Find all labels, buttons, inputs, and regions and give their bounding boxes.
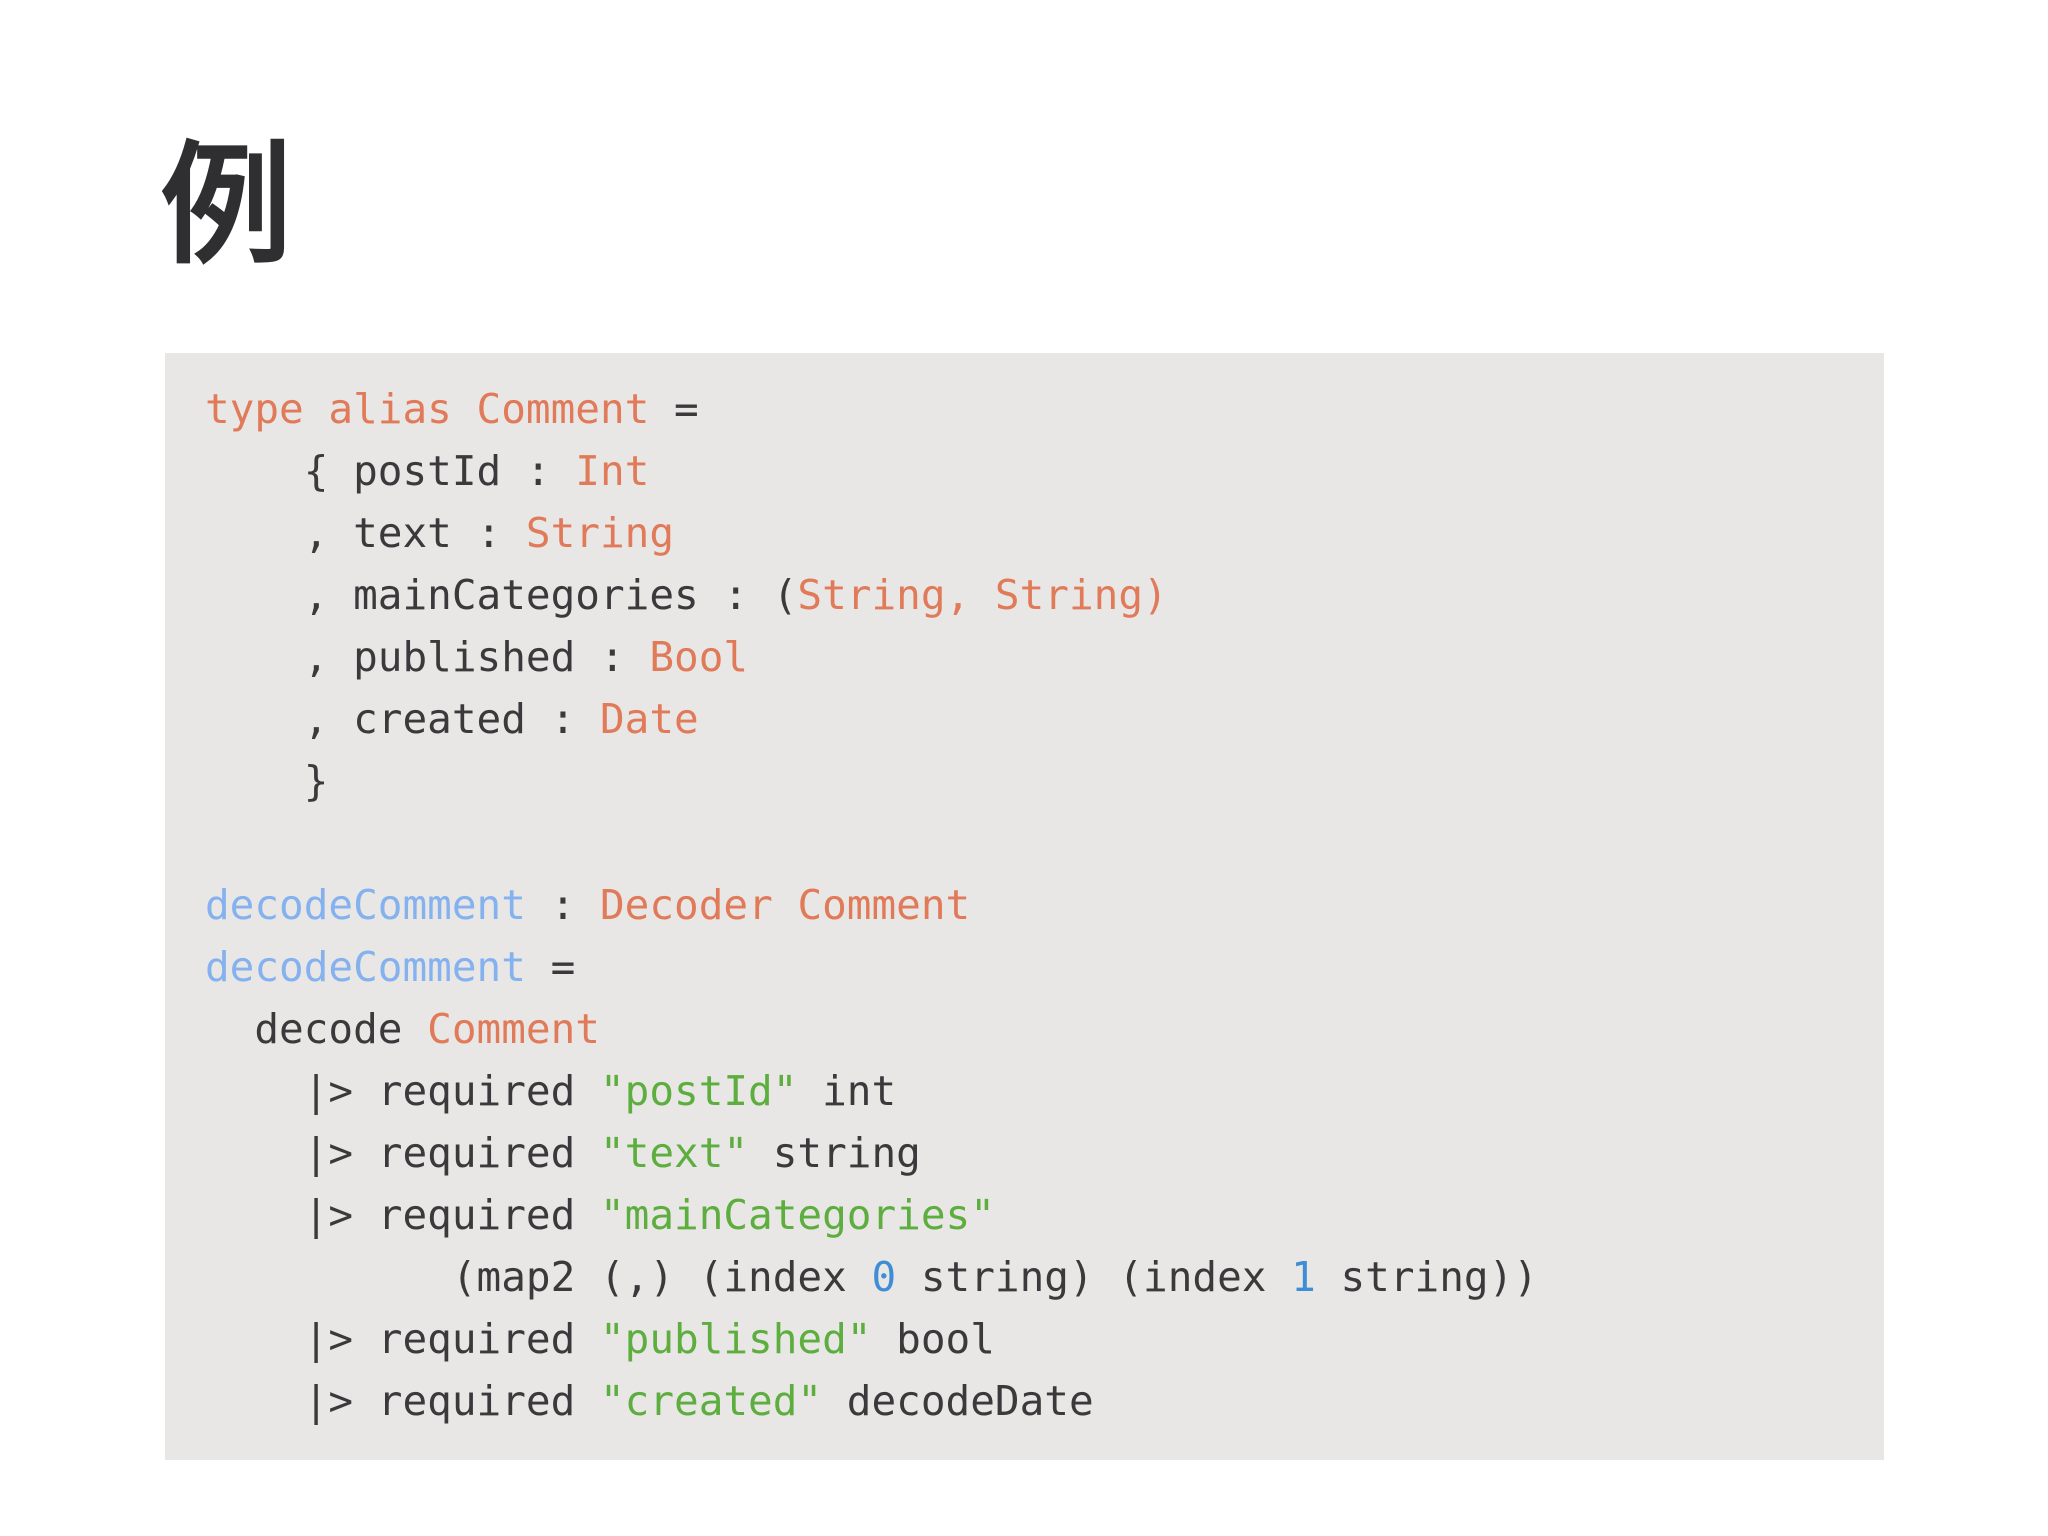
code-token: "postId"	[599, 1067, 798, 1115]
code-line: , created : Date	[205, 688, 1884, 750]
code-line	[205, 812, 1884, 874]
code-token: "mainCategories"	[599, 1191, 995, 1239]
code-token: String	[525, 509, 675, 557]
code-line: decodeComment =	[205, 936, 1884, 998]
code-token: |> required	[205, 1377, 600, 1425]
code-token: decode	[205, 1005, 428, 1053]
code-line: (map2 (,) (index 0 string) (index 1 stri…	[205, 1246, 1884, 1308]
code-token: Bool	[649, 633, 749, 681]
code-token: decodeComment	[205, 943, 526, 991]
code-token: "created"	[599, 1377, 823, 1425]
code-token: }	[205, 757, 329, 805]
code-line: decode Comment	[205, 998, 1884, 1060]
code-token: |> required	[205, 1067, 600, 1115]
code-line: |> required "text" string	[205, 1122, 1884, 1184]
code-token: { postId :	[205, 447, 576, 495]
code-token: 0	[871, 1253, 897, 1301]
code-token: "published"	[599, 1315, 872, 1363]
code-token: 1	[1291, 1253, 1316, 1301]
code-token: =	[649, 385, 699, 433]
code-line: |> required "created" decodeDate	[205, 1370, 1884, 1432]
slide-title: 例	[160, 129, 292, 283]
code-token: string) (index	[896, 1253, 1292, 1301]
code-token: String, String)	[797, 571, 1168, 619]
code-token: Int	[575, 447, 650, 495]
code-token: "text"	[599, 1129, 749, 1177]
code-token: type alias Comment	[205, 385, 650, 433]
code-line: , mainCategories : (String, String)	[205, 564, 1884, 626]
code-line: , text : String	[205, 502, 1884, 564]
code-line: |> required "postId" int	[205, 1060, 1884, 1122]
code-line: |> required "published" bool	[205, 1308, 1884, 1370]
code-line: |> required "mainCategories"	[205, 1184, 1884, 1246]
code-token: decodeDate	[822, 1377, 1094, 1425]
code-token: int	[797, 1067, 897, 1115]
code-block: type alias Comment = { postId : Int , te…	[165, 353, 1884, 1460]
code-token: decodeComment	[205, 881, 526, 929]
code-token: string	[748, 1129, 921, 1177]
code-token: |> required	[205, 1191, 600, 1239]
code-token: , mainCategories : (	[205, 571, 798, 619]
code-token: =	[525, 943, 576, 991]
code-token: :	[525, 881, 600, 929]
code-token: Date	[599, 695, 699, 743]
code-line: decodeComment : Decoder Comment	[205, 874, 1884, 936]
code-token: string))	[1315, 1253, 1538, 1301]
code-token: Comment	[427, 1005, 600, 1053]
code-token: |> required	[205, 1315, 600, 1363]
code-token: , created :	[205, 695, 600, 743]
code-token: , text :	[205, 509, 526, 557]
code-token: (map2 (,) (index	[205, 1253, 872, 1301]
code-line: , published : Bool	[205, 626, 1884, 688]
code-line: type alias Comment =	[205, 378, 1884, 440]
code-token: Decoder Comment	[599, 881, 971, 929]
code-token: , published :	[205, 633, 650, 681]
code-token: |> required	[205, 1129, 600, 1177]
code-line: { postId : Int	[205, 440, 1884, 502]
code-token: bool	[871, 1315, 995, 1363]
code-line: }	[205, 750, 1884, 812]
